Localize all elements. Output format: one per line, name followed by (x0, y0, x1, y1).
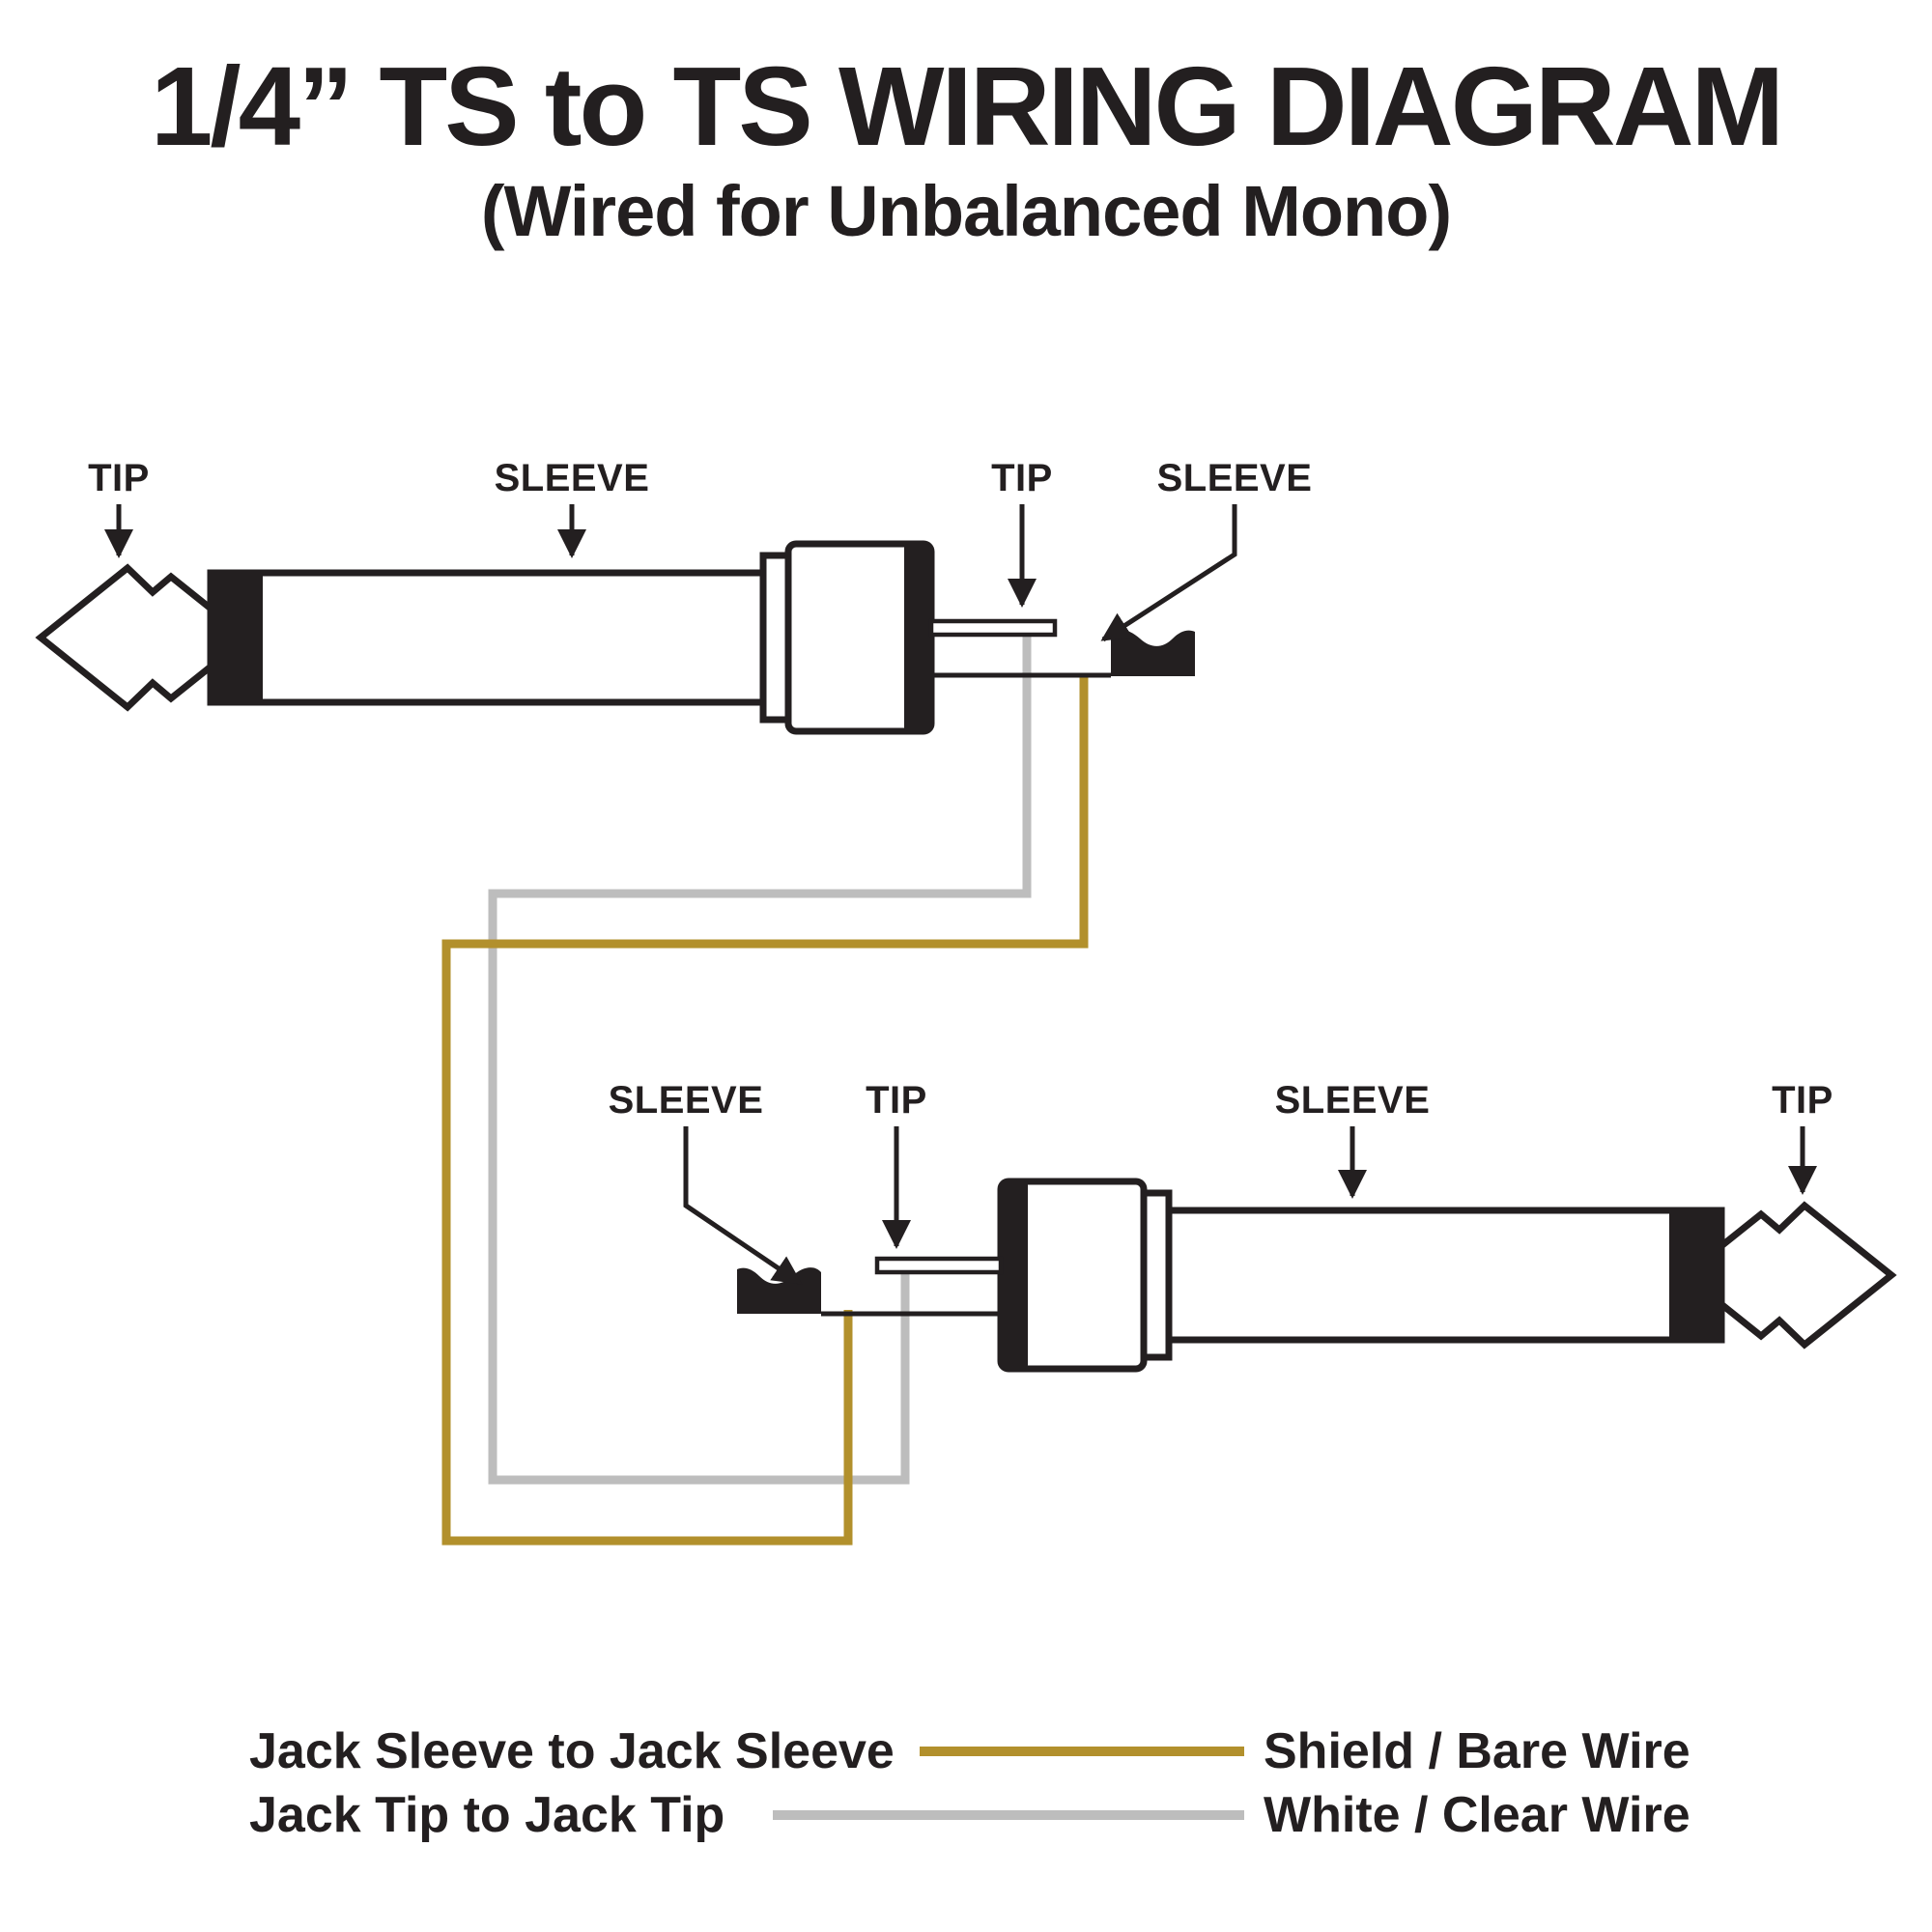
bottom-plug-insulator-band (1669, 1210, 1721, 1340)
top-plug-barrel (207, 569, 767, 706)
bottom-plug-collar (1140, 1189, 1173, 1361)
legend-wire-name-text: Shield / Bare Wire (1264, 1723, 1690, 1779)
top-plug-housing-band (904, 544, 931, 731)
bottom-terminal-tip-label: TIP (866, 1079, 927, 1122)
bottom-plug-housing-band (1001, 1181, 1028, 1369)
top-plug-collar (759, 552, 792, 724)
top-sleeve-label: SLEEVE (495, 457, 650, 499)
top-plug (35, 540, 1195, 735)
top-plug-tip-terminal (928, 618, 1058, 638)
legend-connection-text: Jack Tip to Jack Tip (249, 1787, 724, 1843)
bottom-tip-label: TIP (1772, 1079, 1833, 1122)
top-terminal-sleeve-pointer-arrow (1100, 504, 1237, 642)
legend: Jack Sleeve to Jack Sleeve Shield / Bare… (249, 1723, 1690, 1843)
bottom-terminal-sleeve-pointer-arrow (683, 1126, 803, 1286)
top-tip-label: TIP (88, 457, 150, 499)
legend-connection-text: Jack Sleeve to Jack Sleeve (249, 1723, 895, 1779)
bottom-plug (737, 1178, 1897, 1373)
bottom-terminal-sleeve-label: SLEEVE (609, 1079, 764, 1122)
bottom-plug-barrel (1165, 1207, 1725, 1344)
page-subtitle: (Wired for Unbalanced Mono) (481, 171, 1451, 251)
bottom-sleeve-label: SLEEVE (1275, 1079, 1431, 1122)
legend-row-shield: Jack Sleeve to Jack Sleeve Shield / Bare… (249, 1723, 1690, 1779)
bottom-plug-tip (1714, 1201, 1897, 1350)
top-plug-insulator-band (211, 573, 263, 702)
tip-to-tip-wire (488, 630, 1032, 1485)
page-title: 1/4” TS to TS WIRING DIAGRAM (151, 43, 1781, 169)
bottom-plug-tip-terminal (874, 1256, 1004, 1275)
top-plug-sleeve-lug (1111, 630, 1195, 676)
sleeve-to-sleeve-wire (441, 673, 1089, 1546)
top-terminal-tip-label: TIP (991, 457, 1053, 499)
bottom-plug-sleeve-lug (737, 1267, 821, 1314)
legend-row-tip: Jack Tip to Jack Tip White / Clear Wire (249, 1787, 1690, 1843)
top-terminal-sleeve-label: SLEEVE (1157, 457, 1313, 499)
legend-wire-name-text: White / Clear Wire (1264, 1787, 1690, 1843)
top-plug-tip (35, 563, 218, 712)
